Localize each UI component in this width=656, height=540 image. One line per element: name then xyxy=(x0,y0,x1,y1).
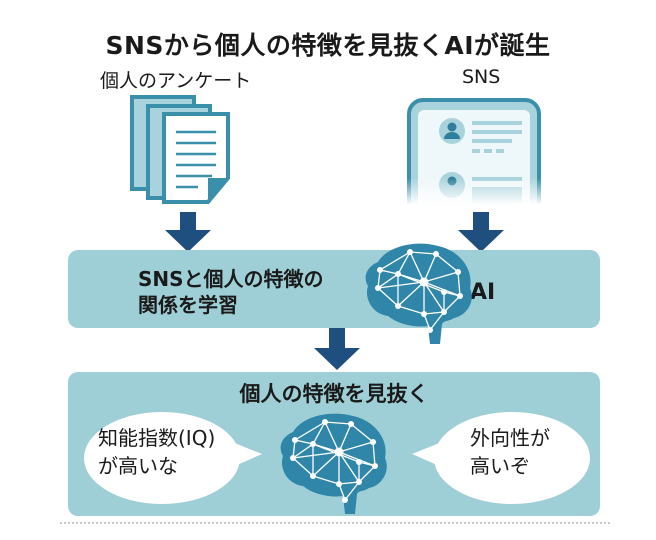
ai-brain-icon xyxy=(280,413,387,514)
learning-box xyxy=(68,250,600,328)
down-arrow-icon xyxy=(314,328,360,370)
page-title: SNSから個人の特徴を見抜くAIが誕生 xyxy=(105,31,551,60)
documents-icon xyxy=(130,95,230,204)
sns-tablet-icon xyxy=(406,97,542,205)
sns-label: SNS xyxy=(462,66,501,88)
learning-text-line2: 関係を学習 xyxy=(138,293,238,317)
ai-label: AI xyxy=(470,280,496,305)
right-bubble-text: 外向性が 高いぞ xyxy=(470,424,550,480)
dotted-divider xyxy=(60,522,610,524)
right-bubble-line1: 外向性が xyxy=(470,426,550,450)
survey-label: 個人のアンケート xyxy=(100,70,252,92)
down-arrow-icon xyxy=(165,212,211,252)
left-bubble-line1: 知能指数(IQ) xyxy=(98,426,216,450)
down-arrow-icon xyxy=(458,212,504,252)
right-bubble-line2: 高いぞ xyxy=(470,454,530,478)
right-speech-bubble xyxy=(412,412,590,504)
learning-text-line1: SNSと個人の特徴の xyxy=(138,267,324,291)
left-bubble-line2: が高いな xyxy=(98,454,178,478)
learning-text: SNSと個人の特徴の 関係を学習 xyxy=(138,266,324,318)
left-speech-bubble xyxy=(84,412,262,504)
ai-brain-icon xyxy=(365,243,472,344)
result-heading: 個人の特徴を見抜く xyxy=(239,382,429,406)
left-bubble-text: 知能指数(IQ) が高いな xyxy=(98,424,215,480)
